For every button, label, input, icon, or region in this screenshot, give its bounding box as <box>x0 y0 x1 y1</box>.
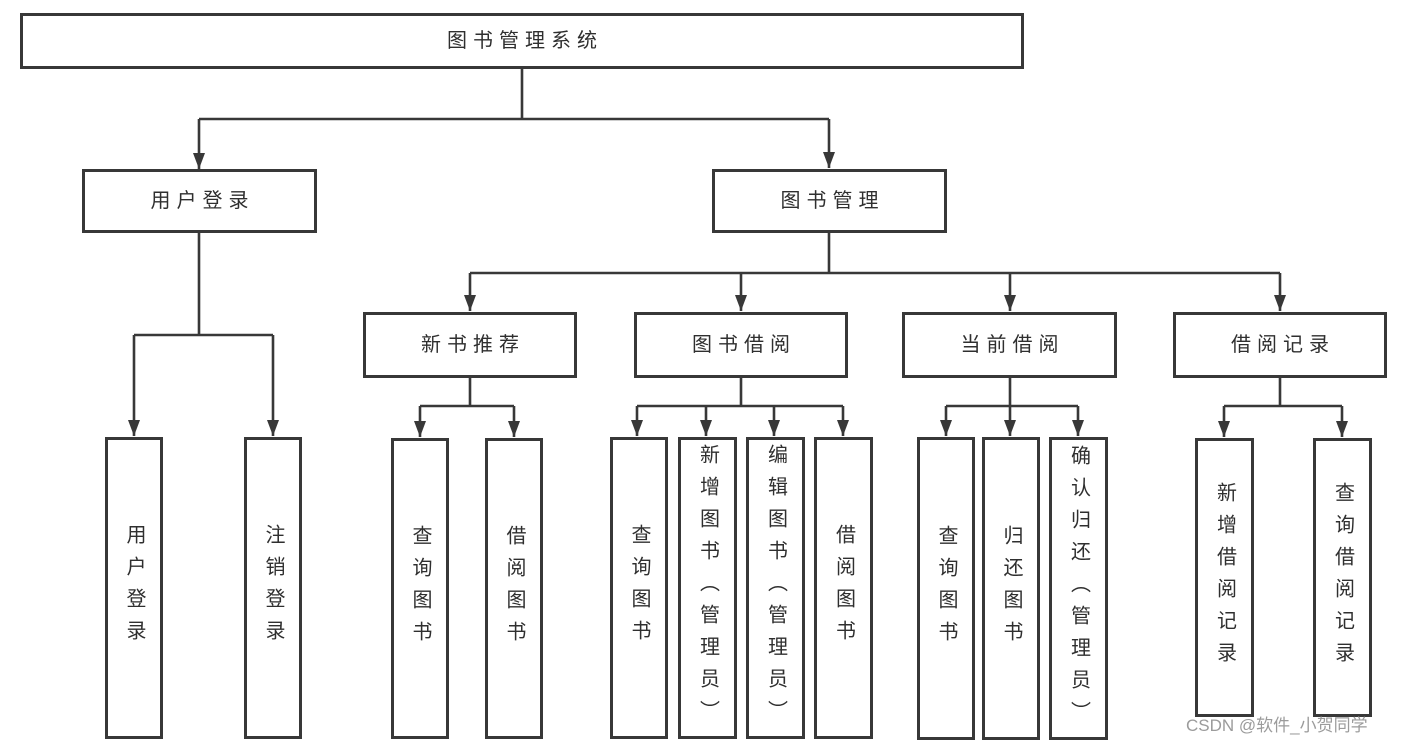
connector-user-login-branch <box>134 233 273 337</box>
leaf-logout: 注销登录 <box>244 437 302 739</box>
leaf-query-book-recommend: 查询图书 <box>391 438 449 739</box>
connector-new-book-recommend-branch <box>420 378 514 408</box>
node-book-borrow: 图书借阅 <box>634 312 848 378</box>
node-user-login: 用户登录 <box>82 169 317 233</box>
leaf-add-borrow-record: 新增借阅记录 <box>1195 438 1254 717</box>
leaf-query-borrow-record-label: 查询借阅记录 <box>1331 481 1354 674</box>
connector-borrow-record-branch <box>1224 378 1342 408</box>
leaf-user-login: 用户登录 <box>105 437 163 739</box>
leaf-logout-label: 注销登录 <box>262 524 284 652</box>
leaf-query-book-borrow-label: 查询图书 <box>628 524 650 652</box>
connector-current-borrow-branch <box>946 378 1078 408</box>
leaf-user-login-label: 用户登录 <box>123 524 145 652</box>
leaf-edit-book-admin: 编辑图书（管理员） <box>746 437 805 739</box>
leaf-query-book-borrow: 查询图书 <box>610 437 668 739</box>
leaf-query-borrow-record: 查询借阅记录 <box>1313 438 1372 717</box>
leaf-add-borrow-record-label: 新增借阅记录 <box>1213 481 1236 674</box>
csdn-watermark: CSDN @软件_小贺同学 <box>1186 716 1368 735</box>
node-current-borrow-label: 当前借阅 <box>960 334 1065 356</box>
node-root-label: 图书管理系统 <box>447 30 603 52</box>
leaf-return-book-label: 归还图书 <box>1000 524 1022 653</box>
leaf-add-book-admin-label: 新增图书（管理员） <box>696 444 719 732</box>
leaf-borrow-book-recommend: 借阅图书 <box>485 438 543 739</box>
node-book-management: 图书管理 <box>712 169 947 233</box>
leaf-confirm-return-admin: 确认归还（管理员） <box>1049 437 1108 740</box>
node-root-system: 图书管理系统 <box>20 13 1024 69</box>
connector-root-to-level2 <box>199 69 829 121</box>
leaf-query-book-recommend-label: 查询图书 <box>409 524 431 653</box>
leaf-confirm-return-admin-label: 确认归还（管理员） <box>1067 444 1090 733</box>
node-current-borrow: 当前借阅 <box>902 312 1117 378</box>
leaf-return-book: 归还图书 <box>982 437 1040 740</box>
leaf-borrow-book-label: 借阅图书 <box>832 524 855 652</box>
node-user-login-label: 用户登录 <box>150 190 255 212</box>
connector-book-borrow-branch <box>637 378 843 408</box>
node-new-book-recommend-label: 新书推荐 <box>421 334 525 356</box>
leaf-add-book-admin: 新增图书（管理员） <box>678 437 737 739</box>
node-book-management-label: 图书管理 <box>780 190 885 212</box>
node-borrow-record: 借阅记录 <box>1173 312 1387 378</box>
leaf-borrow-book: 借阅图书 <box>814 437 873 739</box>
node-new-book-recommend: 新书推荐 <box>363 312 577 378</box>
leaf-edit-book-admin-label: 编辑图书（管理员） <box>764 444 787 732</box>
leaf-query-book-current: 查询图书 <box>917 437 975 740</box>
node-book-borrow-label: 图书借阅 <box>692 334 796 356</box>
node-borrow-record-label: 借阅记录 <box>1231 334 1335 356</box>
leaf-borrow-book-recommend-label: 借阅图书 <box>503 524 525 653</box>
connector-book-management-branch <box>470 233 1280 275</box>
leaf-query-book-current-label: 查询图书 <box>935 524 957 653</box>
